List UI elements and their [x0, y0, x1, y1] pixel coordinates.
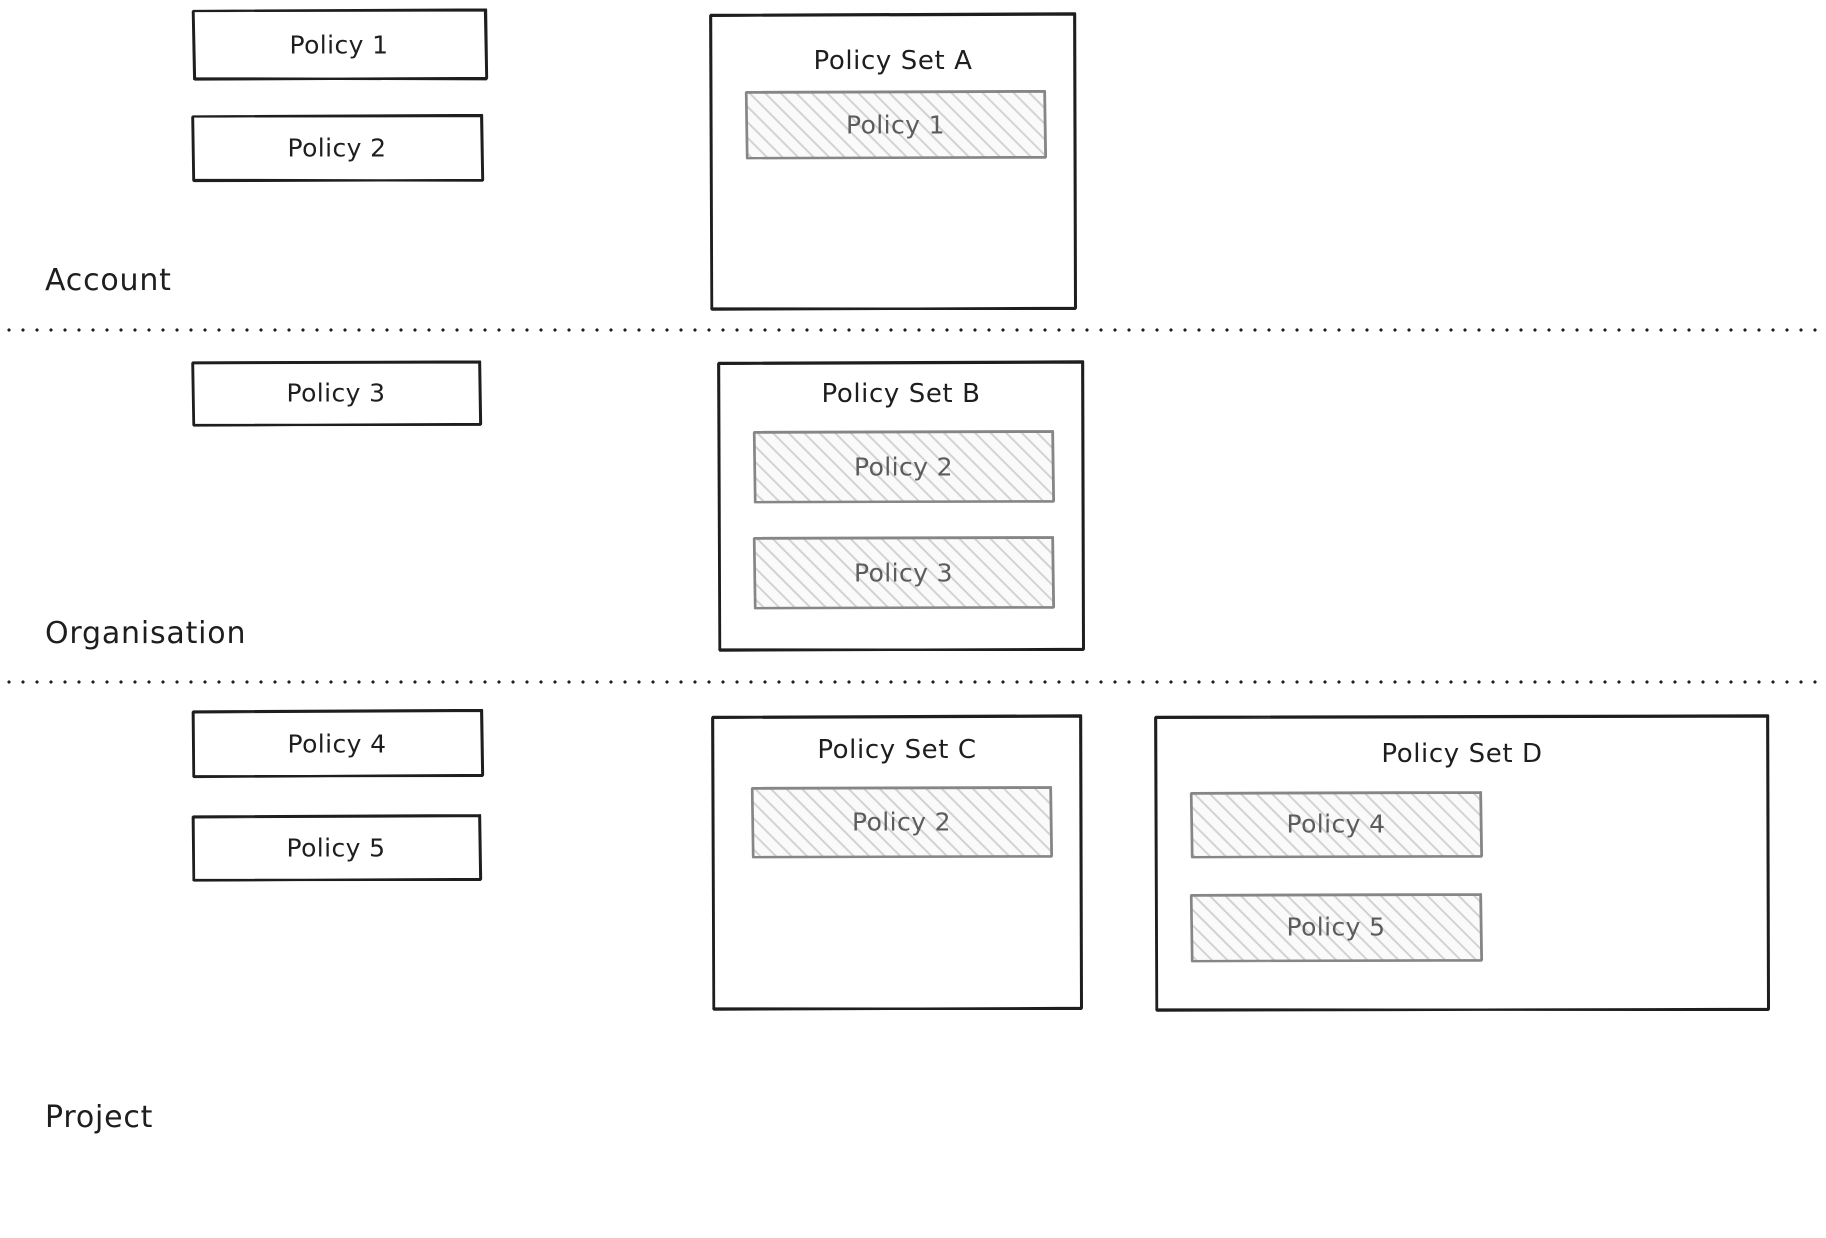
- sketch-outline: [191, 360, 483, 427]
- policy-tile-policy-2[interactable]: Policy 2: [752, 429, 1056, 504]
- policy-tile-policy-5[interactable]: Policy 5: [1189, 892, 1484, 963]
- policy-chip-policy-5[interactable]: Policy 5: [191, 814, 483, 882]
- sketch-fill-outline: [1189, 892, 1484, 963]
- policy-chip-policy-2[interactable]: Policy 2: [191, 113, 485, 183]
- policy-set-d[interactable]: Policy Set D Policy 4 Policy 5: [1154, 714, 1770, 1012]
- sketch-outline: [191, 814, 483, 882]
- sketch-outline: [709, 12, 1077, 311]
- policy-set-b[interactable]: Policy Set B Policy 2 Policy 3: [717, 360, 1085, 652]
- policy-tile-policy-4[interactable]: Policy 4: [1189, 790, 1484, 859]
- sketch-fill-outline: [750, 785, 1054, 859]
- policy-chip-policy-3[interactable]: Policy 3: [191, 360, 483, 427]
- policy-set-a-title: Policy Set A: [813, 46, 973, 76]
- section-label-organisation: Organisation: [45, 616, 247, 651]
- sketch-outline: [1154, 714, 1770, 1012]
- section-label-account: Account: [45, 263, 172, 298]
- sketch-outline: [717, 360, 1085, 652]
- policy-set-b-title: Policy Set B: [821, 379, 981, 409]
- sketch-fill-outline: [752, 535, 1056, 610]
- policy-chip-policy-1[interactable]: Policy 1: [191, 8, 489, 81]
- sketch-fill-outline: [1189, 790, 1484, 859]
- sketch-outline: [191, 113, 485, 183]
- policy-set-c[interactable]: Policy Set C Policy 2: [711, 714, 1083, 1011]
- policy-set-c-title: Policy Set C: [817, 735, 977, 765]
- section-label-project: Project: [45, 1100, 154, 1135]
- section-divider-organisation-project: [0, 680, 1826, 684]
- section-divider-account-organisation: [0, 328, 1826, 332]
- policy-set-a[interactable]: Policy Set A Policy 1: [709, 12, 1077, 311]
- sketch-outline: [191, 8, 489, 81]
- policy-tile-policy-3[interactable]: Policy 3: [752, 535, 1056, 610]
- sketch-outline: [191, 708, 485, 779]
- sketch-outline: [711, 714, 1083, 1011]
- policy-set-d-title: Policy Set D: [1381, 739, 1543, 769]
- policy-tile-policy-2-c[interactable]: Policy 2: [750, 785, 1054, 859]
- sketch-fill-outline: [752, 429, 1056, 504]
- policy-chip-policy-4[interactable]: Policy 4: [191, 708, 485, 779]
- policy-tile-policy-1[interactable]: Policy 1: [744, 89, 1048, 160]
- sketch-fill-outline: [744, 89, 1048, 160]
